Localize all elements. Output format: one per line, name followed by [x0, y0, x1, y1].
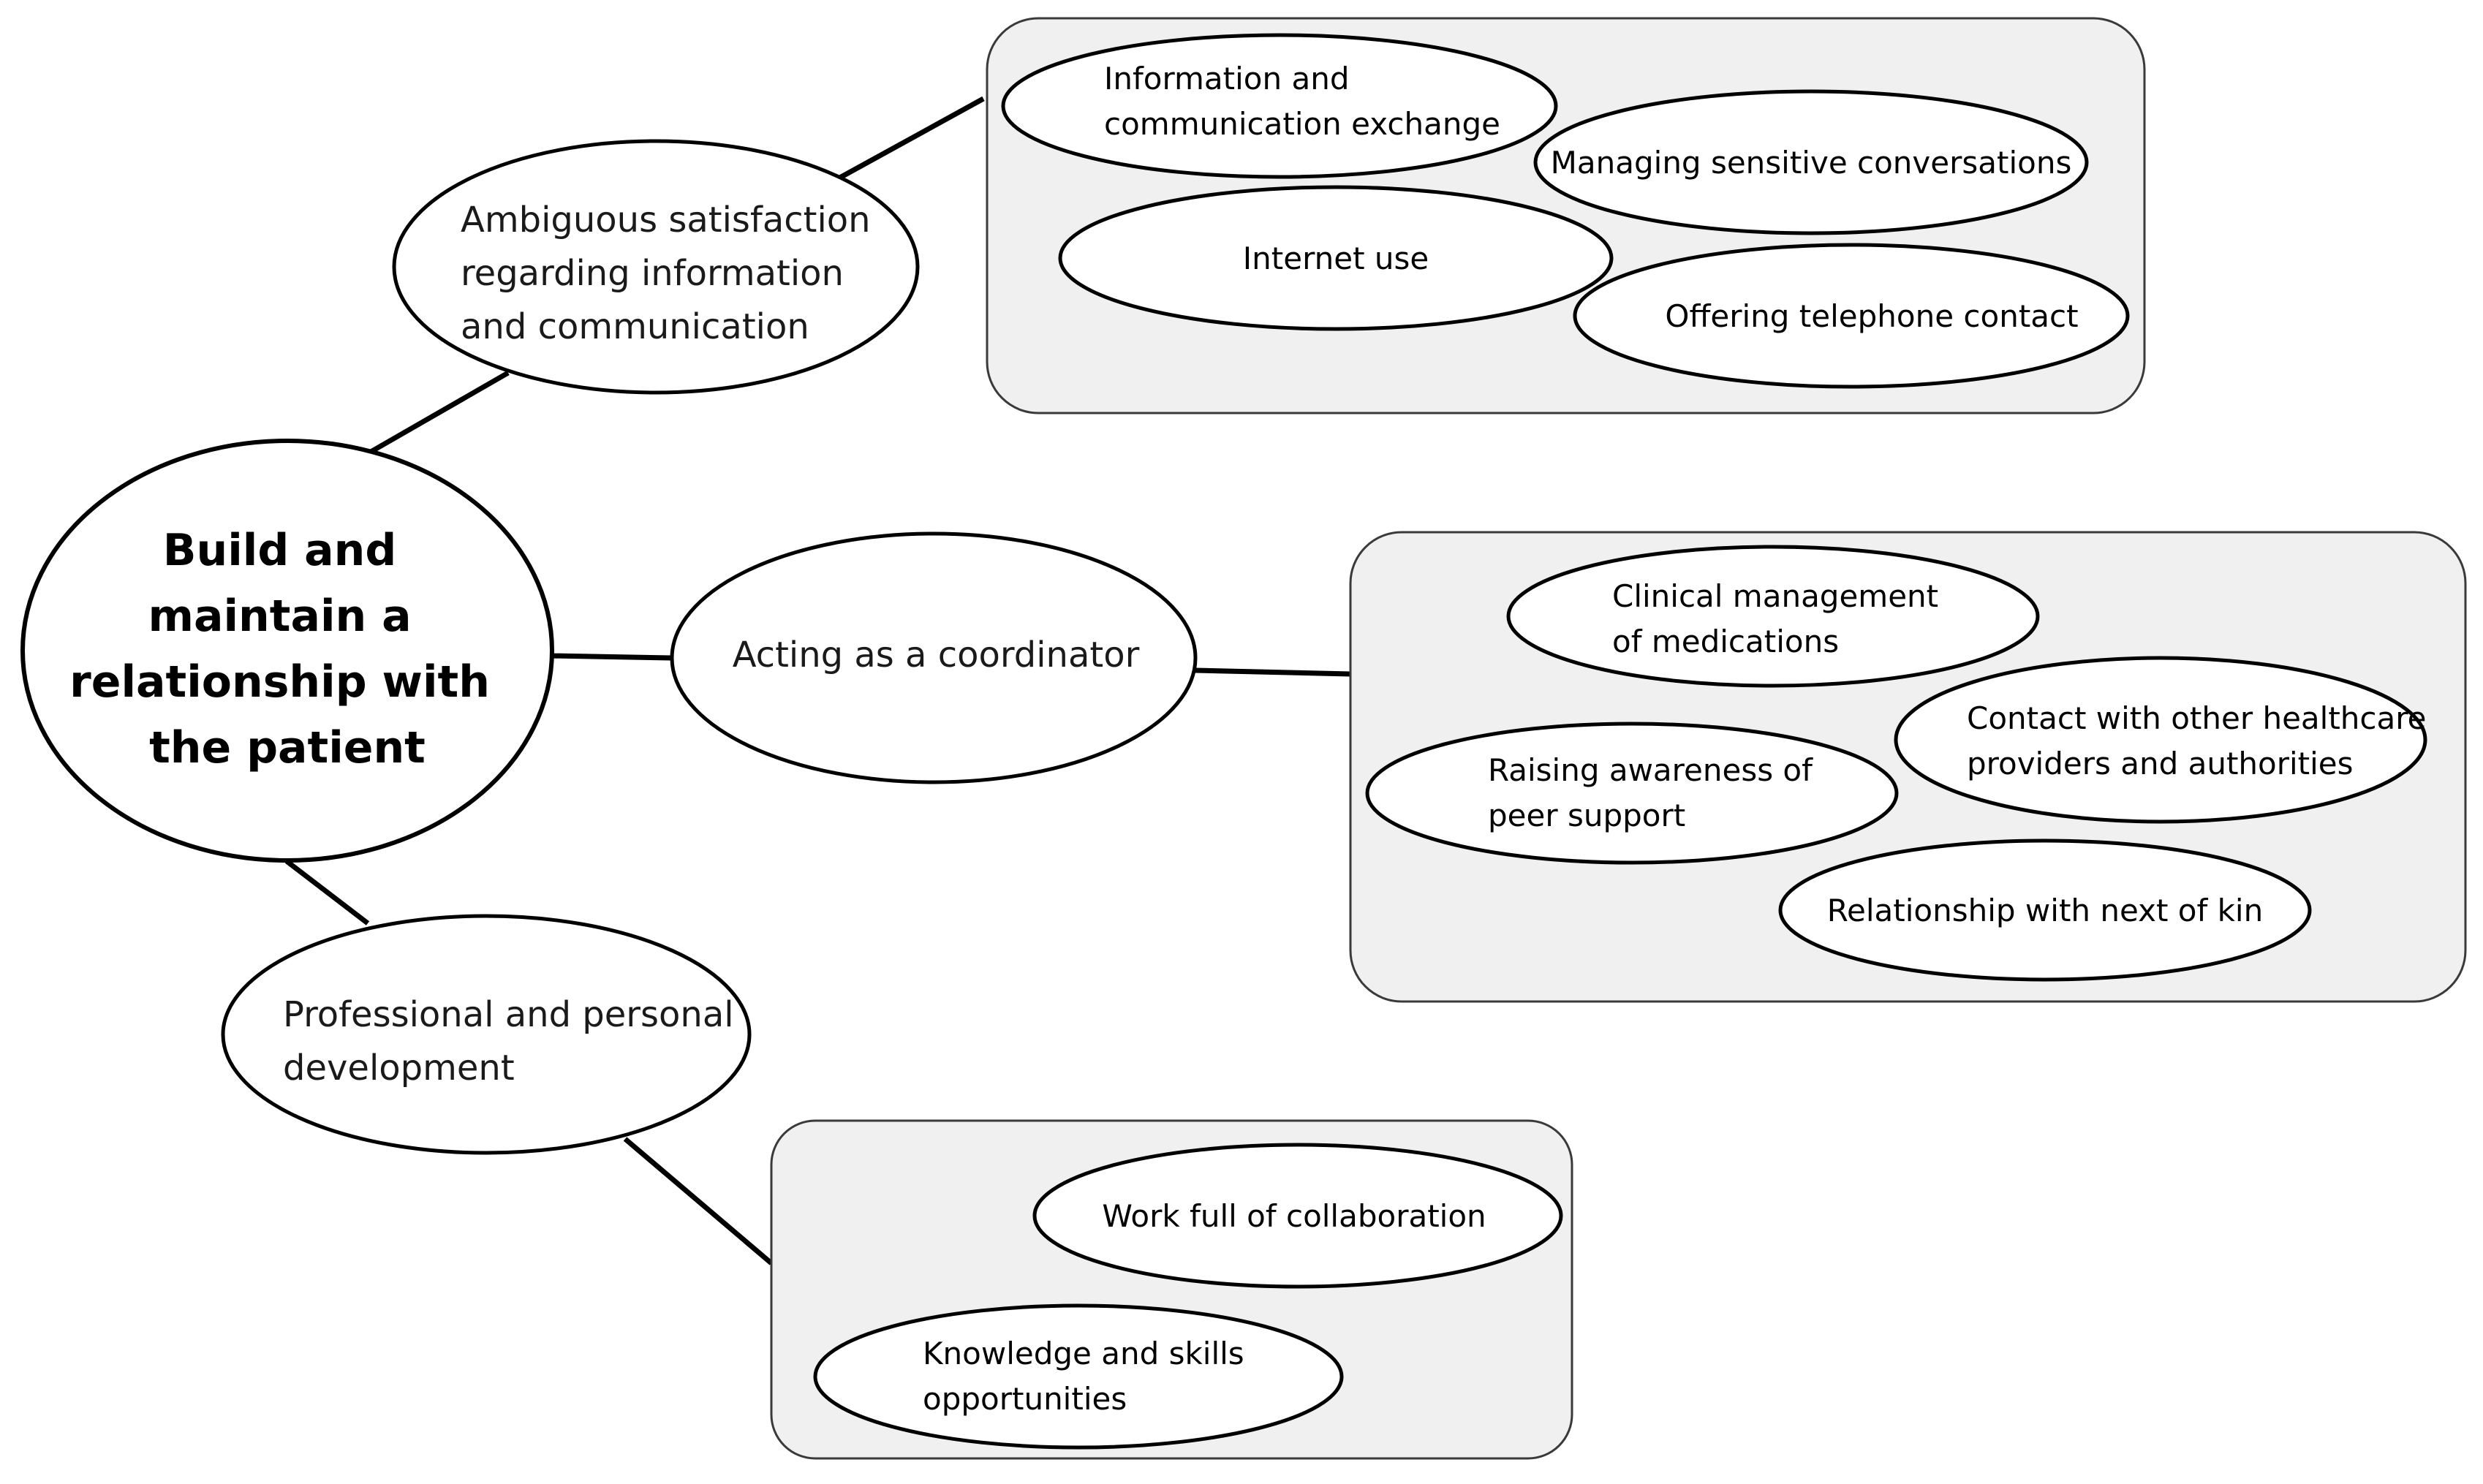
subtheme-knowledge-skills-line: opportunities	[923, 1381, 1127, 1417]
central-node-label: Build and maintain a relationship with t…	[69, 525, 505, 773]
subtheme-collaboration-label: Work full of collaboration	[1102, 1198, 1486, 1234]
subtheme-info-exchange-line: communication exchange	[1104, 106, 1500, 142]
subtheme-telephone-contact-oval	[1573, 243, 2130, 389]
subtheme-internet-use-line: Internet use	[1243, 241, 1429, 276]
subtheme-info-exchange-label: Information and communication exchange	[1104, 61, 1500, 142]
theme-development-label: Professional and personal development	[283, 994, 745, 1089]
subtheme-telephone-contact: Offering telephone contact	[1573, 243, 2130, 389]
subtheme-healthcare-contact-oval	[1894, 656, 2427, 824]
theme-coordinator-node: Acting as a coordinator	[670, 531, 1198, 784]
subtheme-collaboration-oval	[1032, 1143, 1563, 1289]
subtheme-next-of-kin-oval	[1778, 838, 2312, 982]
connector-central-to-information	[360, 370, 510, 460]
subtheme-sensitive-conversations-label: Managing sensitive conversations	[1551, 145, 2072, 181]
subtheme-collaboration: Work full of collaboration	[1032, 1143, 1563, 1289]
subtheme-knowledge-skills-label: Knowledge and skills opportunities	[923, 1336, 1254, 1417]
theme-information-line: and communication	[461, 306, 809, 347]
subtheme-peer-support-line: Raising awareness of	[1488, 752, 1813, 788]
connector-central-to-coordinator	[549, 653, 672, 661]
subtheme-info-exchange-line: Information and	[1104, 61, 1350, 96]
subtheme-collaboration-line: Work full of collaboration	[1102, 1198, 1486, 1234]
theme-development-line: Professional and personal	[283, 994, 734, 1035]
subtheme-knowledge-skills-oval	[813, 1303, 1344, 1450]
central-node: Build and maintain a relationship with t…	[20, 439, 554, 863]
subtheme-medications: Clinical management of medications	[1506, 545, 2040, 688]
theme-information-line: regarding information	[461, 253, 844, 294]
connector-development-to-box	[623, 1137, 774, 1265]
subtheme-telephone-contact-label: Offering telephone contact	[1665, 298, 2078, 334]
central-node-line: Build and	[163, 525, 397, 576]
subtheme-medications-line: Clinical management	[1612, 578, 1938, 614]
subtheme-telephone-contact-line: Offering telephone contact	[1665, 298, 2078, 334]
subtheme-peer-support-line: peer support	[1488, 798, 1685, 833]
connector-information-to-box	[836, 96, 985, 182]
central-node-oval	[20, 439, 554, 863]
theme-development-node: Professional and personal development	[221, 914, 752, 1155]
subtheme-peer-support-oval	[1365, 722, 1899, 865]
subtheme-knowledge-skills-line: Knowledge and skills	[923, 1336, 1244, 1371]
subtheme-sensitive-conversations: Managing sensitive conversations	[1533, 89, 2089, 235]
subtheme-sensitive-conversations-line: Managing sensitive conversations	[1551, 145, 2072, 181]
subtheme-internet-use: Internet use	[1058, 185, 1614, 331]
subtheme-knowledge-skills: Knowledge and skills opportunities	[813, 1303, 1344, 1450]
central-node-line: relationship with	[69, 656, 490, 708]
subtheme-healthcare-contact-line: providers and authorities	[1967, 746, 2354, 781]
central-node-line: the patient	[149, 722, 426, 773]
theme-information-label: Ambiguous satisfaction regarding informa…	[461, 200, 882, 347]
subtheme-medications-oval	[1506, 545, 2040, 688]
theme-coordinator-line: Acting as a coordinator	[733, 635, 1140, 675]
theme-coordinator-label: Acting as a coordinator	[733, 635, 1140, 675]
subtheme-info-exchange: Information and communication exchange	[1001, 33, 1558, 179]
subtheme-next-of-kin-label: Relationship with next of kin	[1827, 893, 2263, 928]
subtheme-medications-line: of medications	[1612, 624, 1839, 659]
subtheme-healthcare-contact-line: Contact with other healthcare	[1967, 700, 2426, 736]
theme-development-line: development	[283, 1048, 515, 1089]
subtheme-next-of-kin: Relationship with next of kin	[1778, 838, 2312, 982]
subtheme-healthcare-contact: Contact with other healthcare providers …	[1894, 656, 2436, 824]
theme-information-line: Ambiguous satisfaction	[461, 200, 871, 241]
connector-central-to-development	[284, 859, 370, 925]
theme-information-oval	[392, 139, 920, 395]
subtheme-internet-use-label: Internet use	[1243, 241, 1429, 276]
theme-information-node: Ambiguous satisfaction regarding informa…	[392, 139, 920, 395]
subtheme-next-of-kin-line: Relationship with next of kin	[1827, 893, 2263, 928]
central-node-line: maintain a	[148, 591, 411, 642]
subtheme-peer-support: Raising awareness of peer support	[1365, 722, 1899, 865]
subtheme-medications-label: Clinical management of medications	[1612, 578, 1949, 659]
subtheme-info-exchange-oval	[1001, 33, 1558, 179]
subtheme-sensitive-conversations-oval	[1533, 89, 2089, 235]
theme-development-oval	[221, 914, 752, 1155]
subtheme-healthcare-contact-label: Contact with other healthcare providers …	[1967, 700, 2436, 781]
subtheme-peer-support-label: Raising awareness of peer support	[1488, 752, 1822, 833]
theme-coordinator-oval	[670, 531, 1198, 784]
connector-coordinator-to-box	[1195, 667, 1351, 677]
subtheme-internet-use-oval	[1058, 185, 1614, 331]
